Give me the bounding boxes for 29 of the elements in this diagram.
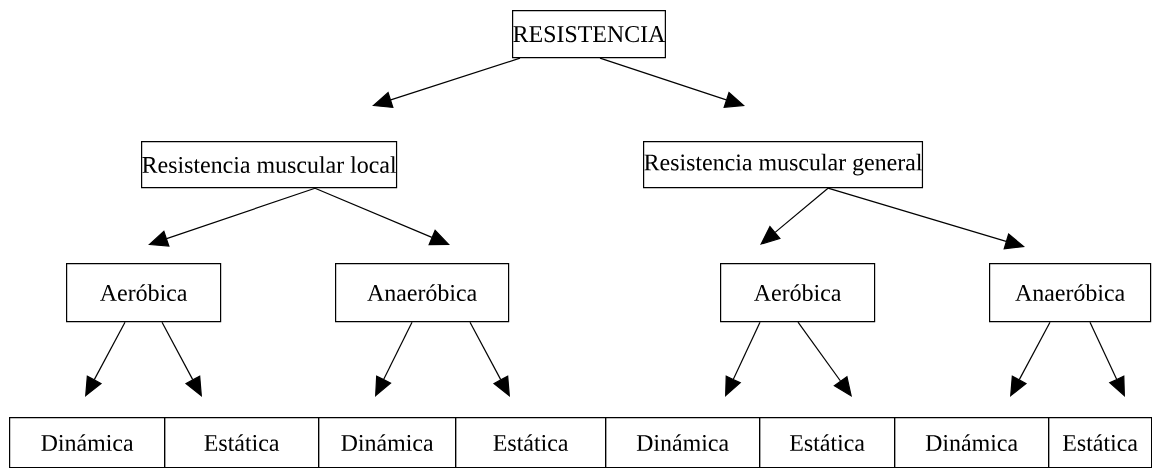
arrow xyxy=(599,57,745,108)
box: Resistencia muscular general xyxy=(643,141,924,189)
box: RESISTENCIA xyxy=(512,10,666,59)
box: Resistencia muscular local xyxy=(141,141,398,189)
box: Anaeróbica xyxy=(989,263,1152,323)
box: Dinámica xyxy=(894,417,1050,468)
box: Estática xyxy=(759,417,896,468)
box: Aeróbica xyxy=(720,263,876,323)
arrow xyxy=(314,187,450,246)
arrow xyxy=(827,187,1025,250)
box: Dinámica xyxy=(9,417,166,468)
arrow xyxy=(161,321,202,397)
box: Aeróbica xyxy=(66,263,222,323)
arrow xyxy=(1010,321,1051,397)
box: Estática xyxy=(455,417,607,468)
arrow xyxy=(372,57,521,109)
box: Anaeróbica xyxy=(335,263,510,323)
arrow xyxy=(725,321,761,397)
arrow xyxy=(469,321,510,397)
arrow xyxy=(85,321,126,397)
arrow xyxy=(760,187,829,245)
arrow xyxy=(375,321,413,397)
box: Estática xyxy=(164,417,320,468)
arrow xyxy=(1089,321,1125,397)
box: Estática xyxy=(1048,417,1152,468)
box: Dinámica xyxy=(318,417,457,468)
arrow xyxy=(148,187,316,247)
arrow xyxy=(797,321,852,397)
box: Dinámica xyxy=(605,417,761,468)
